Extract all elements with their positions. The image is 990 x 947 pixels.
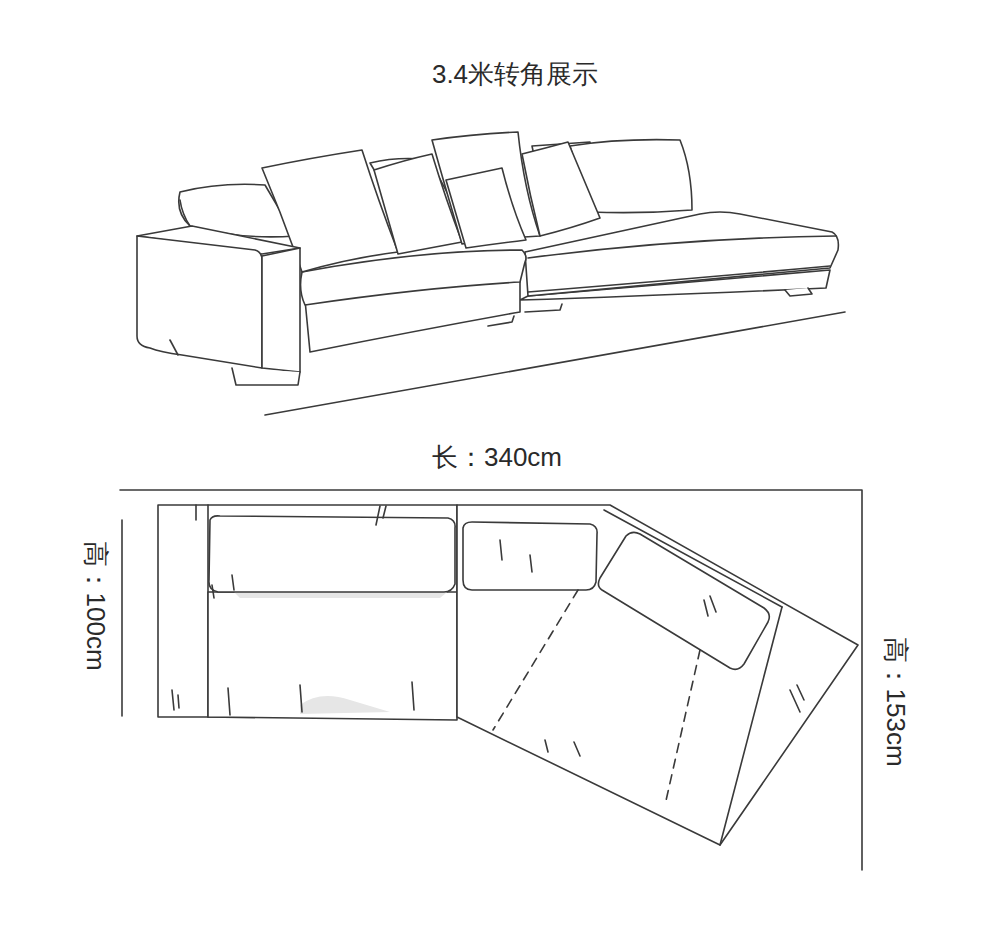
dimension-label: 高：100cm: [79, 541, 110, 671]
sofa-perspective: [137, 132, 845, 415]
sofa-plan: [120, 490, 862, 870]
dimension-label: 长：340cm: [432, 442, 562, 473]
dimension-label: 高：153cm: [879, 637, 910, 767]
title: 3.4米转角展示: [432, 59, 598, 90]
